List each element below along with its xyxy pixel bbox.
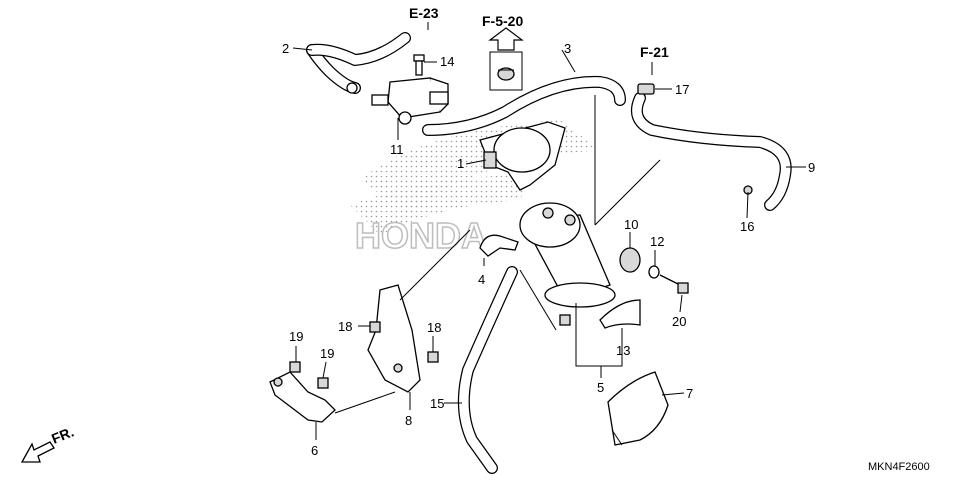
bracket-6: [269, 371, 336, 423]
hose-2: [306, 32, 411, 94]
callout-12: 12: [650, 234, 664, 249]
callout-4: 4: [478, 272, 485, 287]
callout-18-left: 18: [338, 319, 352, 334]
bolt-19-upper: [289, 361, 301, 373]
drawing-code: MKN4F2600: [868, 461, 930, 473]
bracket-1: [479, 121, 566, 191]
tape-13: [599, 299, 641, 329]
ref-e-23[interactable]: E-23: [409, 5, 439, 21]
cap-17: [637, 83, 655, 95]
callout-15: 15: [430, 396, 444, 411]
grommet-10: [619, 247, 641, 273]
bolt-20: [659, 274, 689, 294]
bolt-18-left: [369, 321, 381, 333]
bolt-18-right: [427, 351, 439, 363]
callout-14: 14: [440, 54, 454, 69]
stay-8: [367, 284, 421, 393]
callout-1: 1: [457, 156, 464, 171]
front-arrow: FR.: [20, 423, 76, 463]
collar-12: [648, 265, 660, 279]
callout-18-right: 18: [427, 320, 441, 335]
callout-2: 2: [282, 41, 289, 56]
watermark-text: HONDA: [355, 215, 487, 256]
callout-11: 11: [390, 142, 404, 157]
tube-15: [457, 266, 518, 474]
clamp-f-5-20: [488, 27, 524, 91]
front-label: FR.: [49, 423, 76, 446]
callout-7: 7: [686, 386, 693, 401]
callout-9: 9: [808, 160, 815, 175]
ref-f-21[interactable]: F-21: [640, 44, 669, 60]
bolt-19-lower: [317, 377, 329, 389]
callout-19-upper: 19: [289, 329, 303, 344]
callout-20: 20: [672, 314, 686, 329]
hose-3: [422, 75, 626, 136]
solenoid-valve-11: [346, 77, 449, 125]
callout-19-lower: 19: [320, 346, 334, 361]
ref-f-5-20[interactable]: F-5-20: [482, 13, 523, 29]
callout-13: 13: [616, 343, 630, 358]
callout-16: 16: [740, 219, 754, 234]
callout-10: 10: [624, 217, 638, 232]
bolt-14: [413, 54, 425, 76]
callout-3: 3: [564, 41, 571, 56]
joint-4: [479, 234, 519, 257]
callout-6: 6: [311, 443, 318, 458]
hose-9: [631, 92, 792, 211]
canister-5: [519, 202, 616, 326]
callout-17: 17: [675, 82, 689, 97]
leader-lines: [292, 47, 806, 440]
cover-7: [607, 371, 669, 446]
callout-5: 5: [597, 380, 604, 395]
callout-8: 8: [405, 413, 412, 428]
